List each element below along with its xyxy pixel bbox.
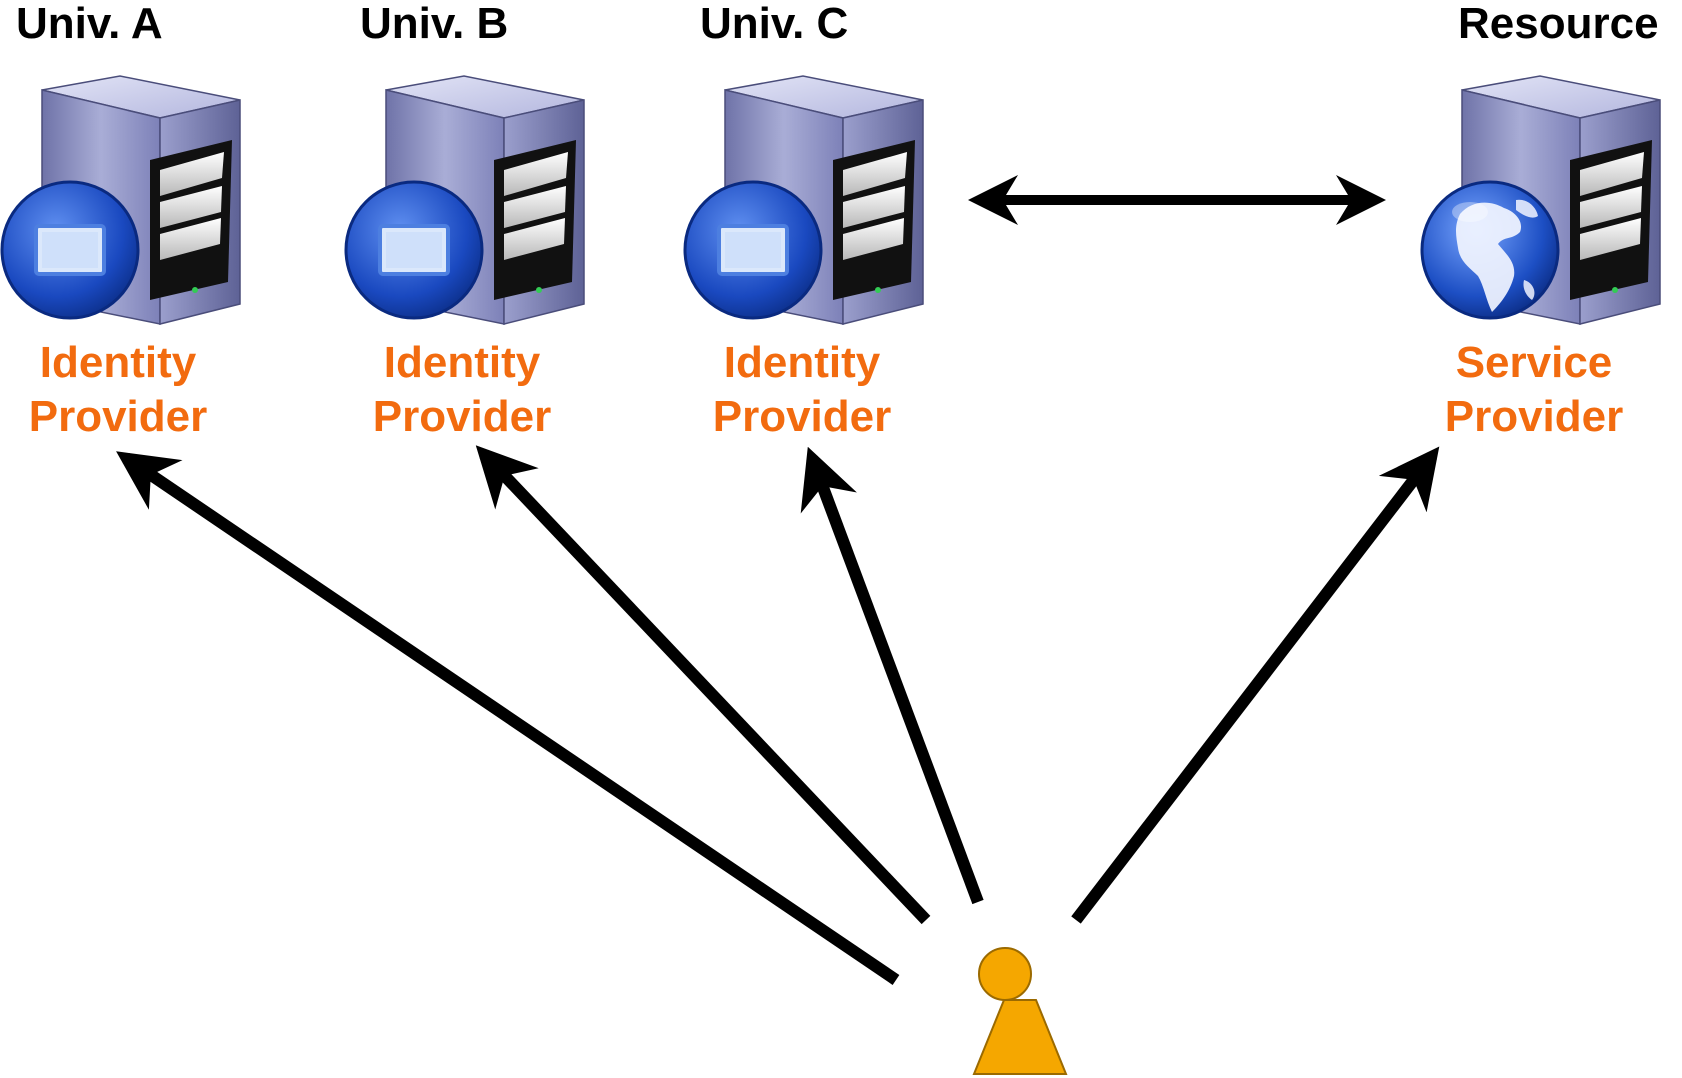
user-icon [972, 947, 1068, 1075]
server-univ-c [683, 75, 924, 325]
role-label-resource: Service Provider [1404, 336, 1664, 444]
arrow-user-to-resource [1071, 446, 1440, 924]
arrow-user-to-univ-b [475, 445, 931, 925]
org-label-univ-b: Univ. B [360, 0, 509, 48]
role-label-line2: Provider [28, 392, 208, 441]
role-label-line1: Identity [723, 338, 881, 387]
org-label-resource: Resource [1458, 0, 1659, 48]
role-label-line1: Identity [39, 338, 197, 387]
globe-icon [1420, 180, 1560, 320]
role-label-line2: Provider [712, 392, 892, 441]
org-label-univ-a: Univ. A [16, 0, 163, 48]
monitor-icon [683, 180, 823, 320]
role-label-line1: Identity [383, 338, 541, 387]
org-label-univ-c: Univ. C [700, 0, 849, 48]
role-label-univ-b: Identity Provider [332, 336, 592, 444]
arrow-user-to-univ-a [116, 451, 900, 985]
server-resource [1420, 75, 1661, 325]
role-label-univ-a: Identity Provider [0, 336, 248, 444]
server-univ-b [344, 75, 585, 325]
role-label-line2: Provider [1444, 392, 1624, 441]
arrow-user-to-univ-c [800, 446, 984, 905]
role-label-line2: Provider [372, 392, 552, 441]
role-label-univ-c: Identity Provider [672, 336, 932, 444]
monitor-icon [0, 180, 140, 320]
server-univ-a [0, 75, 241, 325]
role-label-line1: Service [1455, 338, 1613, 387]
monitor-icon [344, 180, 484, 320]
